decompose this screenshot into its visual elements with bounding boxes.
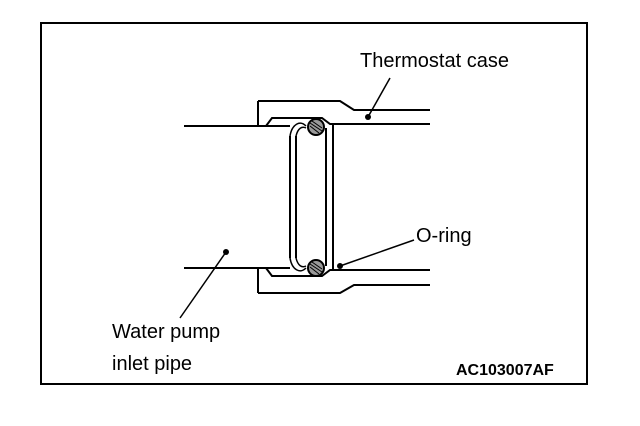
leader-water-pump: [179, 249, 229, 319]
label-thermostat-case: Thermostat case: [360, 50, 509, 72]
label-water-pump-line1: Water pump: [112, 321, 220, 343]
leader-thermostat-case: [365, 77, 391, 120]
thermostat-case: [257, 100, 430, 294]
o-ring-top: [307, 118, 325, 136]
label-water-pump-line2: inlet pipe: [112, 353, 192, 375]
leader-o-ring: [337, 239, 415, 269]
pipe-end-bead: [289, 122, 307, 272]
o-ring-bottom: [307, 259, 325, 277]
figure-code: AC103007AF: [456, 362, 554, 379]
label-o-ring: O-ring: [416, 225, 472, 247]
figure-frame: [40, 22, 588, 385]
water-pump-inlet-pipe: [184, 125, 297, 269]
